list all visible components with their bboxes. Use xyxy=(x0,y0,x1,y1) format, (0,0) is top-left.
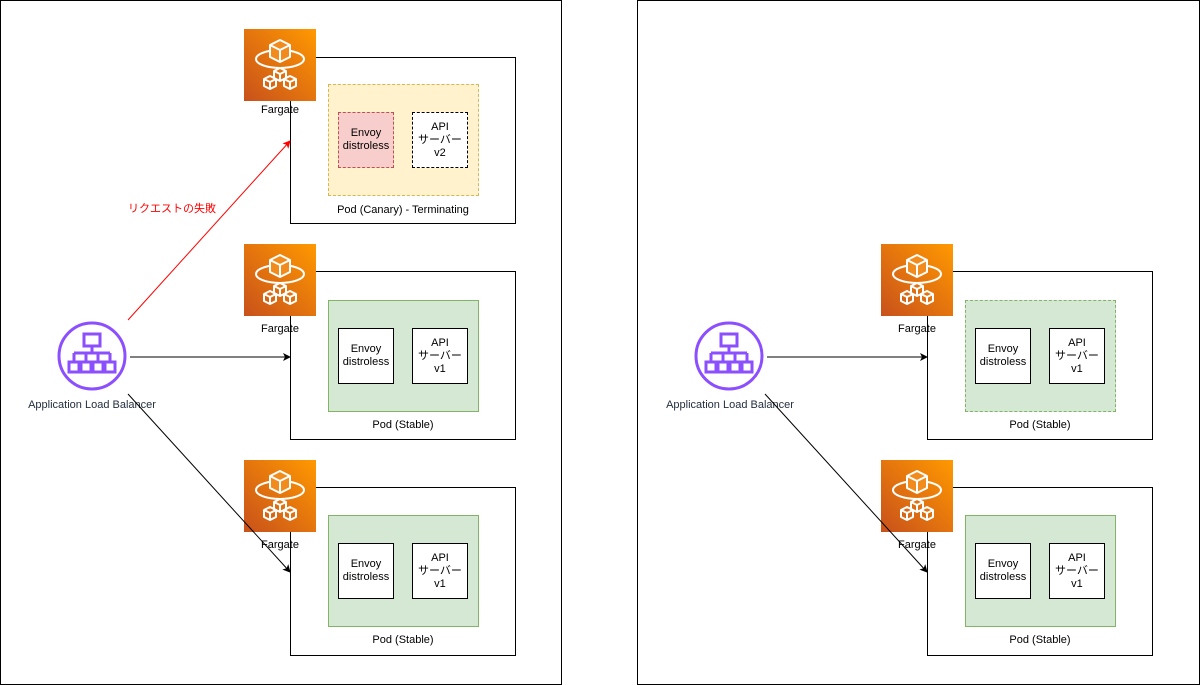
alb-to-pod-stable-arrow xyxy=(127,393,291,573)
envoy-container-terminating: Envoy distroless xyxy=(338,112,394,168)
pod-canary-label: Pod (Canary) - Terminating xyxy=(337,204,469,216)
alb-to-pod-stable-arrow xyxy=(764,393,928,573)
pod-stable-label: Pod (Stable) xyxy=(372,634,434,646)
envoy-container: Envoy distroless xyxy=(975,328,1031,384)
alb-label: Application Load Balancer xyxy=(28,399,156,411)
fargate-icon xyxy=(244,244,316,316)
fargate-label: Fargate xyxy=(898,539,936,551)
fargate-label: Fargate xyxy=(261,104,299,116)
fargate-label: Fargate xyxy=(261,323,299,335)
fargate-icon xyxy=(881,460,953,532)
api-server-v1-container: API サーバー v1 xyxy=(412,328,468,384)
fargate-label: Fargate xyxy=(898,323,936,335)
fargate-label: Fargate xyxy=(261,539,299,551)
fargate-icon xyxy=(244,29,316,101)
pod-stable-label: Pod (Stable) xyxy=(1009,634,1071,646)
request-failure-label: リクエストの失敗 xyxy=(128,203,216,215)
request-failure-arrow xyxy=(127,140,291,321)
api-server-v2-container: API サーバー v2 xyxy=(412,112,468,168)
api-server-v1-container: API サーバー v1 xyxy=(412,543,468,599)
fargate-icon xyxy=(244,460,316,532)
pod-stable-label: Pod (Stable) xyxy=(1009,419,1071,431)
envoy-container: Envoy distroless xyxy=(338,543,394,599)
envoy-container: Envoy distroless xyxy=(975,543,1031,599)
envoy-container: Envoy distroless xyxy=(338,328,394,384)
alb-label: Application Load Balancer xyxy=(666,399,794,411)
api-server-v1-container: API サーバー v1 xyxy=(1049,543,1105,599)
pod-stable-label: Pod (Stable) xyxy=(372,419,434,431)
fargate-icon xyxy=(881,244,953,316)
api-server-v1-container: API サーバー v1 xyxy=(1049,328,1105,384)
